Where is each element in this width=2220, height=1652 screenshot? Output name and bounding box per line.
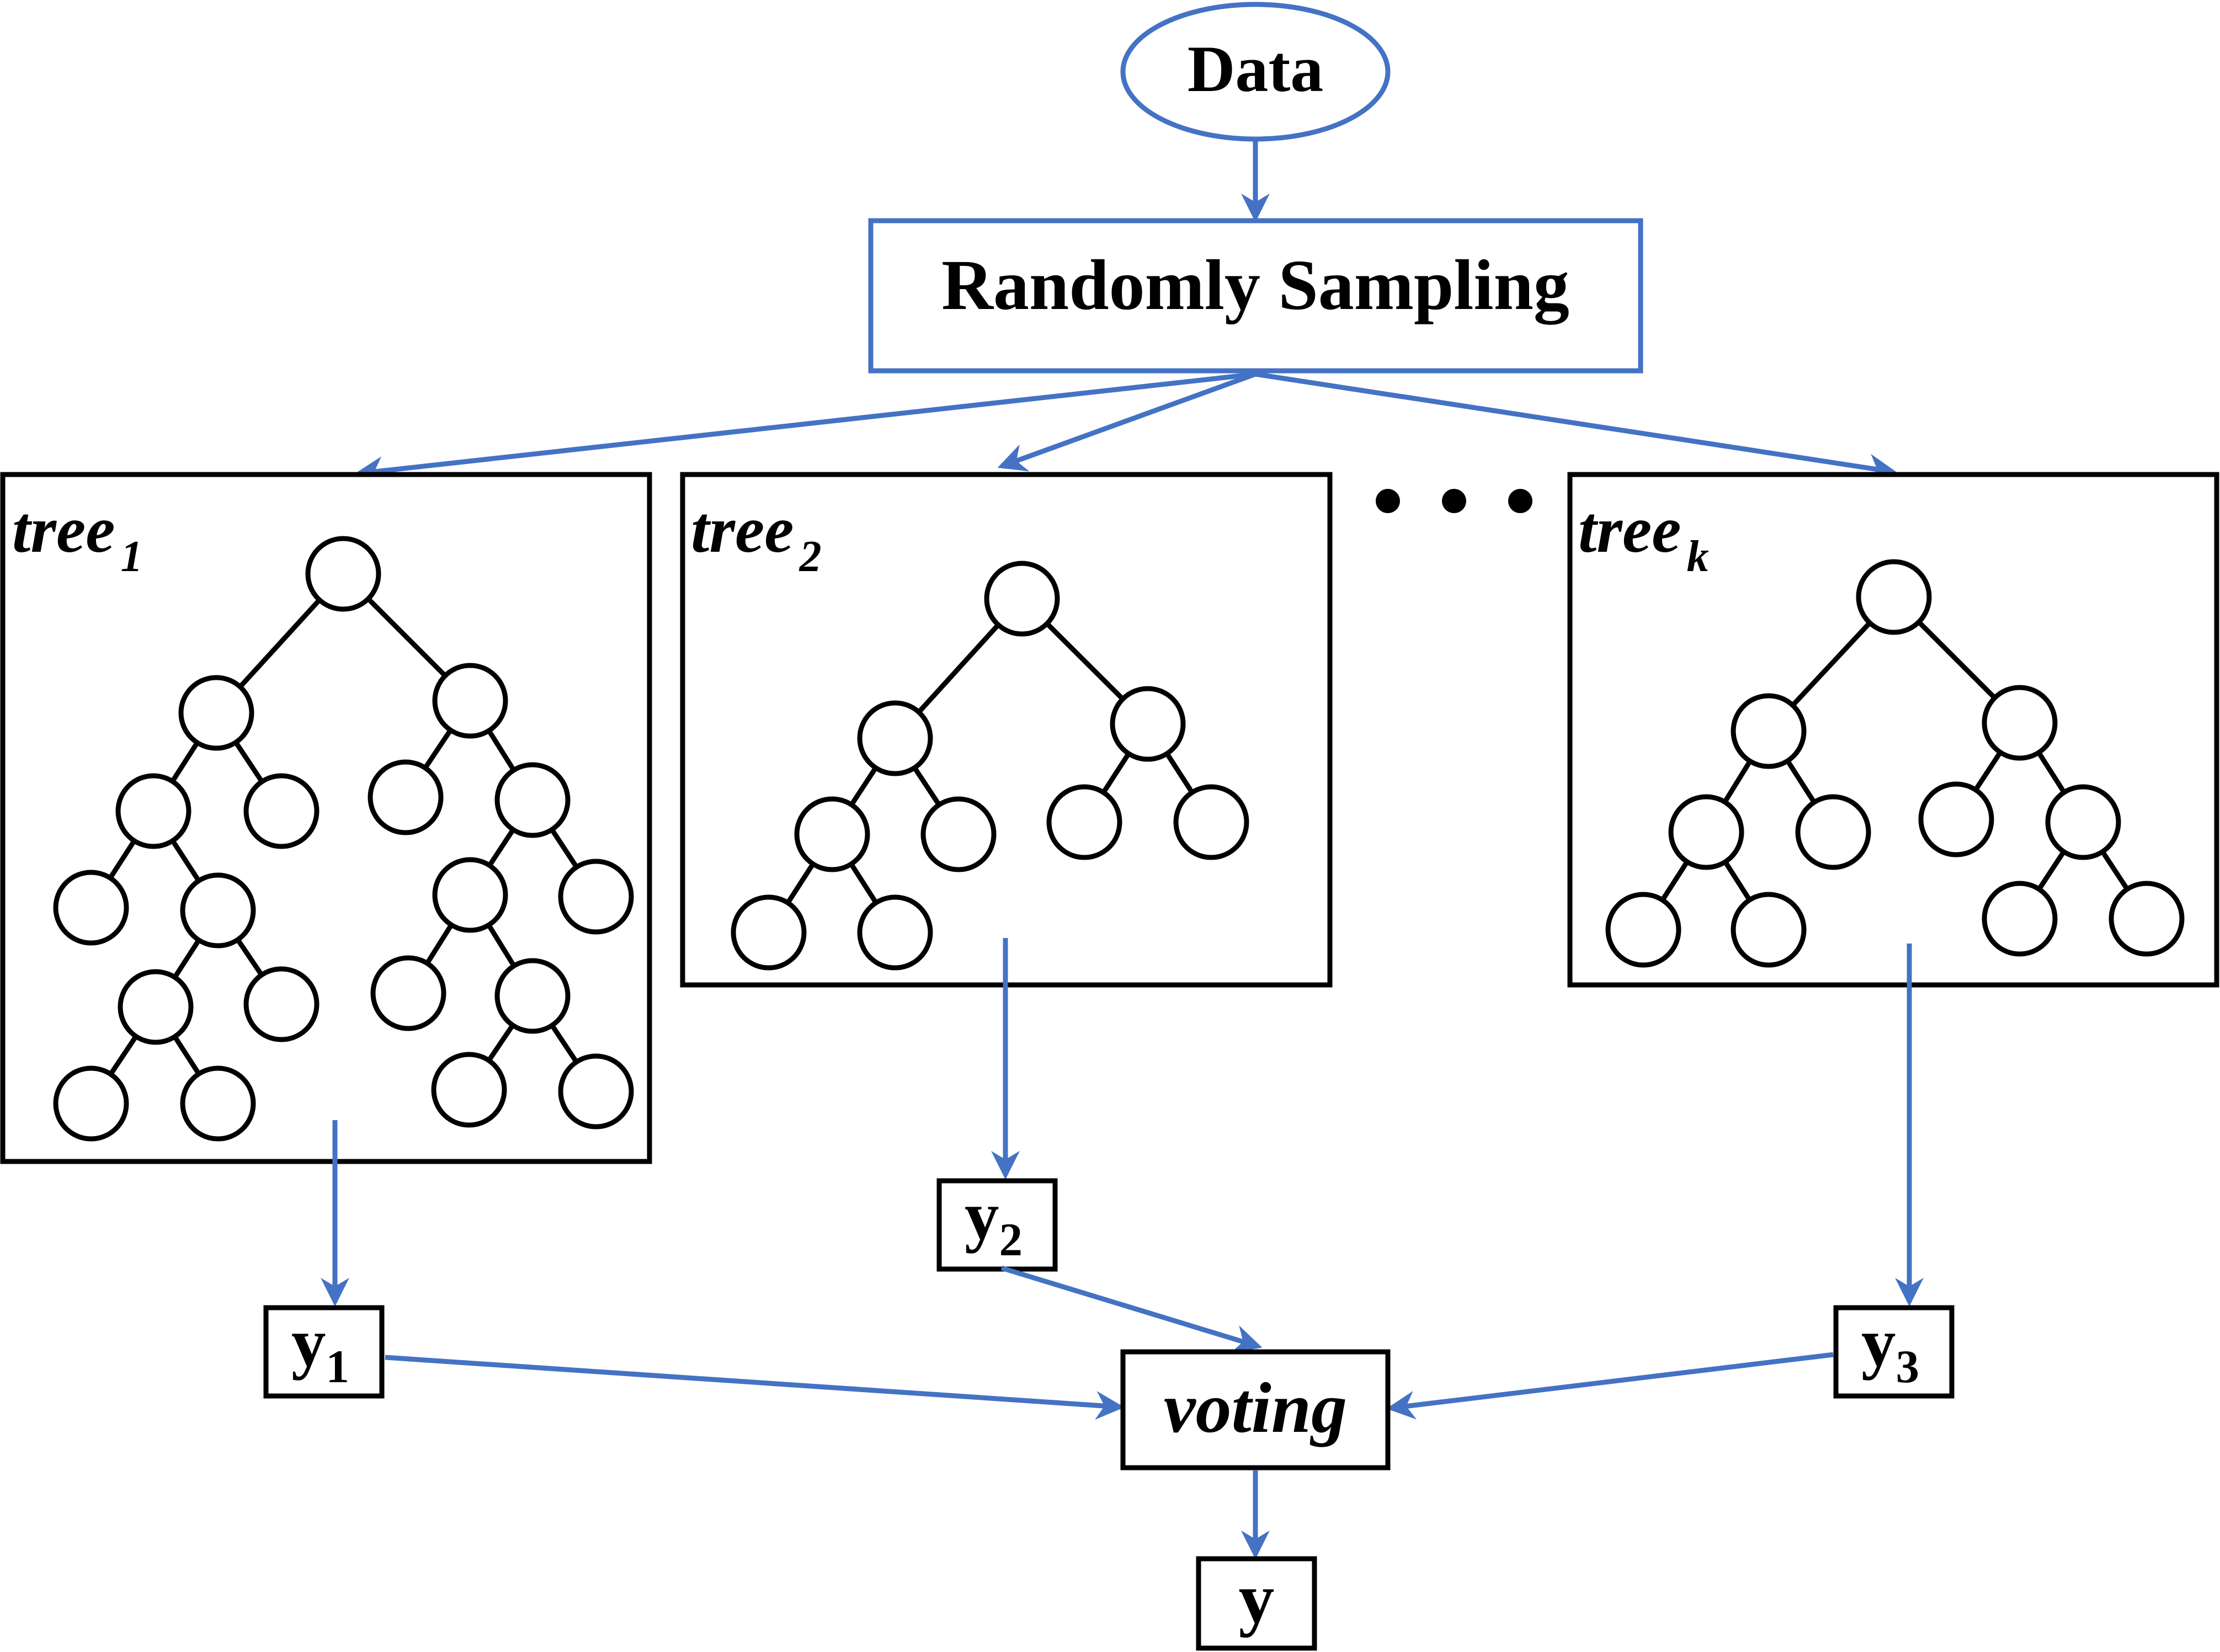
tree-node: [1731, 693, 1807, 769]
tree-node: [731, 894, 807, 971]
tree-node: [1856, 559, 1932, 635]
y1-subscript: 1: [326, 1341, 350, 1393]
tree-2-subscript: 2: [799, 532, 822, 581]
arrow-sampling-to-tree-k: [1255, 371, 1897, 483]
data-node: Data: [1120, 2, 1391, 142]
tree-node: [115, 773, 191, 849]
arrow-y1-to-voting: [385, 1355, 1125, 1420]
tree-node: [1173, 784, 1249, 860]
output-label: y: [1239, 1559, 1275, 1638]
tree-node: [558, 859, 634, 935]
tree-1-subscript: 1: [121, 532, 143, 581]
tree-node: [984, 561, 1060, 637]
tree-node: [1982, 881, 2058, 957]
sampling-label: Randomly Sampling: [941, 246, 1569, 325]
tree-node: [1982, 685, 2058, 761]
tree-node: [53, 1065, 129, 1142]
tree-node: [1731, 892, 1807, 968]
tree-1-graph: [53, 536, 634, 1142]
tree-node: [431, 1052, 507, 1128]
tree-node: [180, 1065, 256, 1142]
y2-label: y: [965, 1178, 999, 1254]
arrow-sampling-to-tree-2: [997, 371, 1257, 472]
tree-node: [794, 796, 870, 872]
tree-node: [243, 966, 320, 1042]
tree-node: [494, 958, 571, 1034]
svg-text:y2: y2: [965, 1178, 1023, 1266]
ellipsis-dots: [1376, 489, 1532, 513]
tree-node: [368, 759, 444, 835]
arrow-y3-to-voting: [1386, 1352, 1834, 1420]
tree-node: [243, 773, 320, 849]
arrow-sampling-to-tree-1: [354, 371, 1256, 485]
output-y: y: [1196, 1556, 1317, 1651]
tree-node: [305, 536, 381, 612]
tree-node: [1046, 784, 1122, 860]
tree-node: [2045, 784, 2121, 860]
tree-node: [920, 796, 997, 872]
prediction-y2: y2: [936, 1178, 1058, 1272]
voting-node: voting: [1120, 1349, 1391, 1470]
tree-node: [180, 872, 256, 948]
tree-node: [53, 870, 129, 946]
tree-node: [1605, 892, 1681, 968]
tree-2-graph: [731, 561, 1249, 971]
sampling-node: Randomly Sampling: [868, 218, 1643, 374]
svg-text:y1: y1: [291, 1305, 349, 1393]
tree-node: [558, 1053, 634, 1129]
tree-node: [178, 675, 254, 751]
tree-k-label: tree: [1578, 493, 1681, 566]
tree-node: [432, 857, 508, 933]
tree-node: [118, 969, 194, 1045]
data-label: Data: [1188, 32, 1324, 105]
tree-node: [1918, 781, 1994, 857]
tree-node: [2109, 881, 2185, 957]
tree-k-subscript: k: [1687, 532, 1709, 581]
svg-text:y3: y3: [1861, 1305, 1919, 1393]
tree-node: [857, 700, 933, 776]
y3-label: y: [1861, 1305, 1896, 1381]
prediction-y1: y1: [263, 1305, 385, 1399]
tree-node: [1110, 686, 1186, 762]
tree-node: [1668, 794, 1744, 870]
tree-2-label: tree: [691, 493, 794, 566]
tree-k-graph: [1605, 559, 2185, 968]
y1-label: y: [291, 1305, 326, 1381]
tree-1-label: tree: [12, 493, 115, 566]
tree-node: [494, 762, 571, 838]
tree-node: [432, 663, 508, 739]
prediction-y3: y3: [1833, 1305, 1955, 1399]
arrow-y2-to-voting: [1000, 1265, 1263, 1353]
voting-label: voting: [1164, 1368, 1347, 1448]
tree-node: [1795, 794, 1871, 870]
y2-subscript: 2: [999, 1214, 1023, 1266]
y3-subscript: 3: [1896, 1341, 1920, 1393]
tree-node: [370, 955, 446, 1031]
tree-node: [857, 894, 933, 971]
